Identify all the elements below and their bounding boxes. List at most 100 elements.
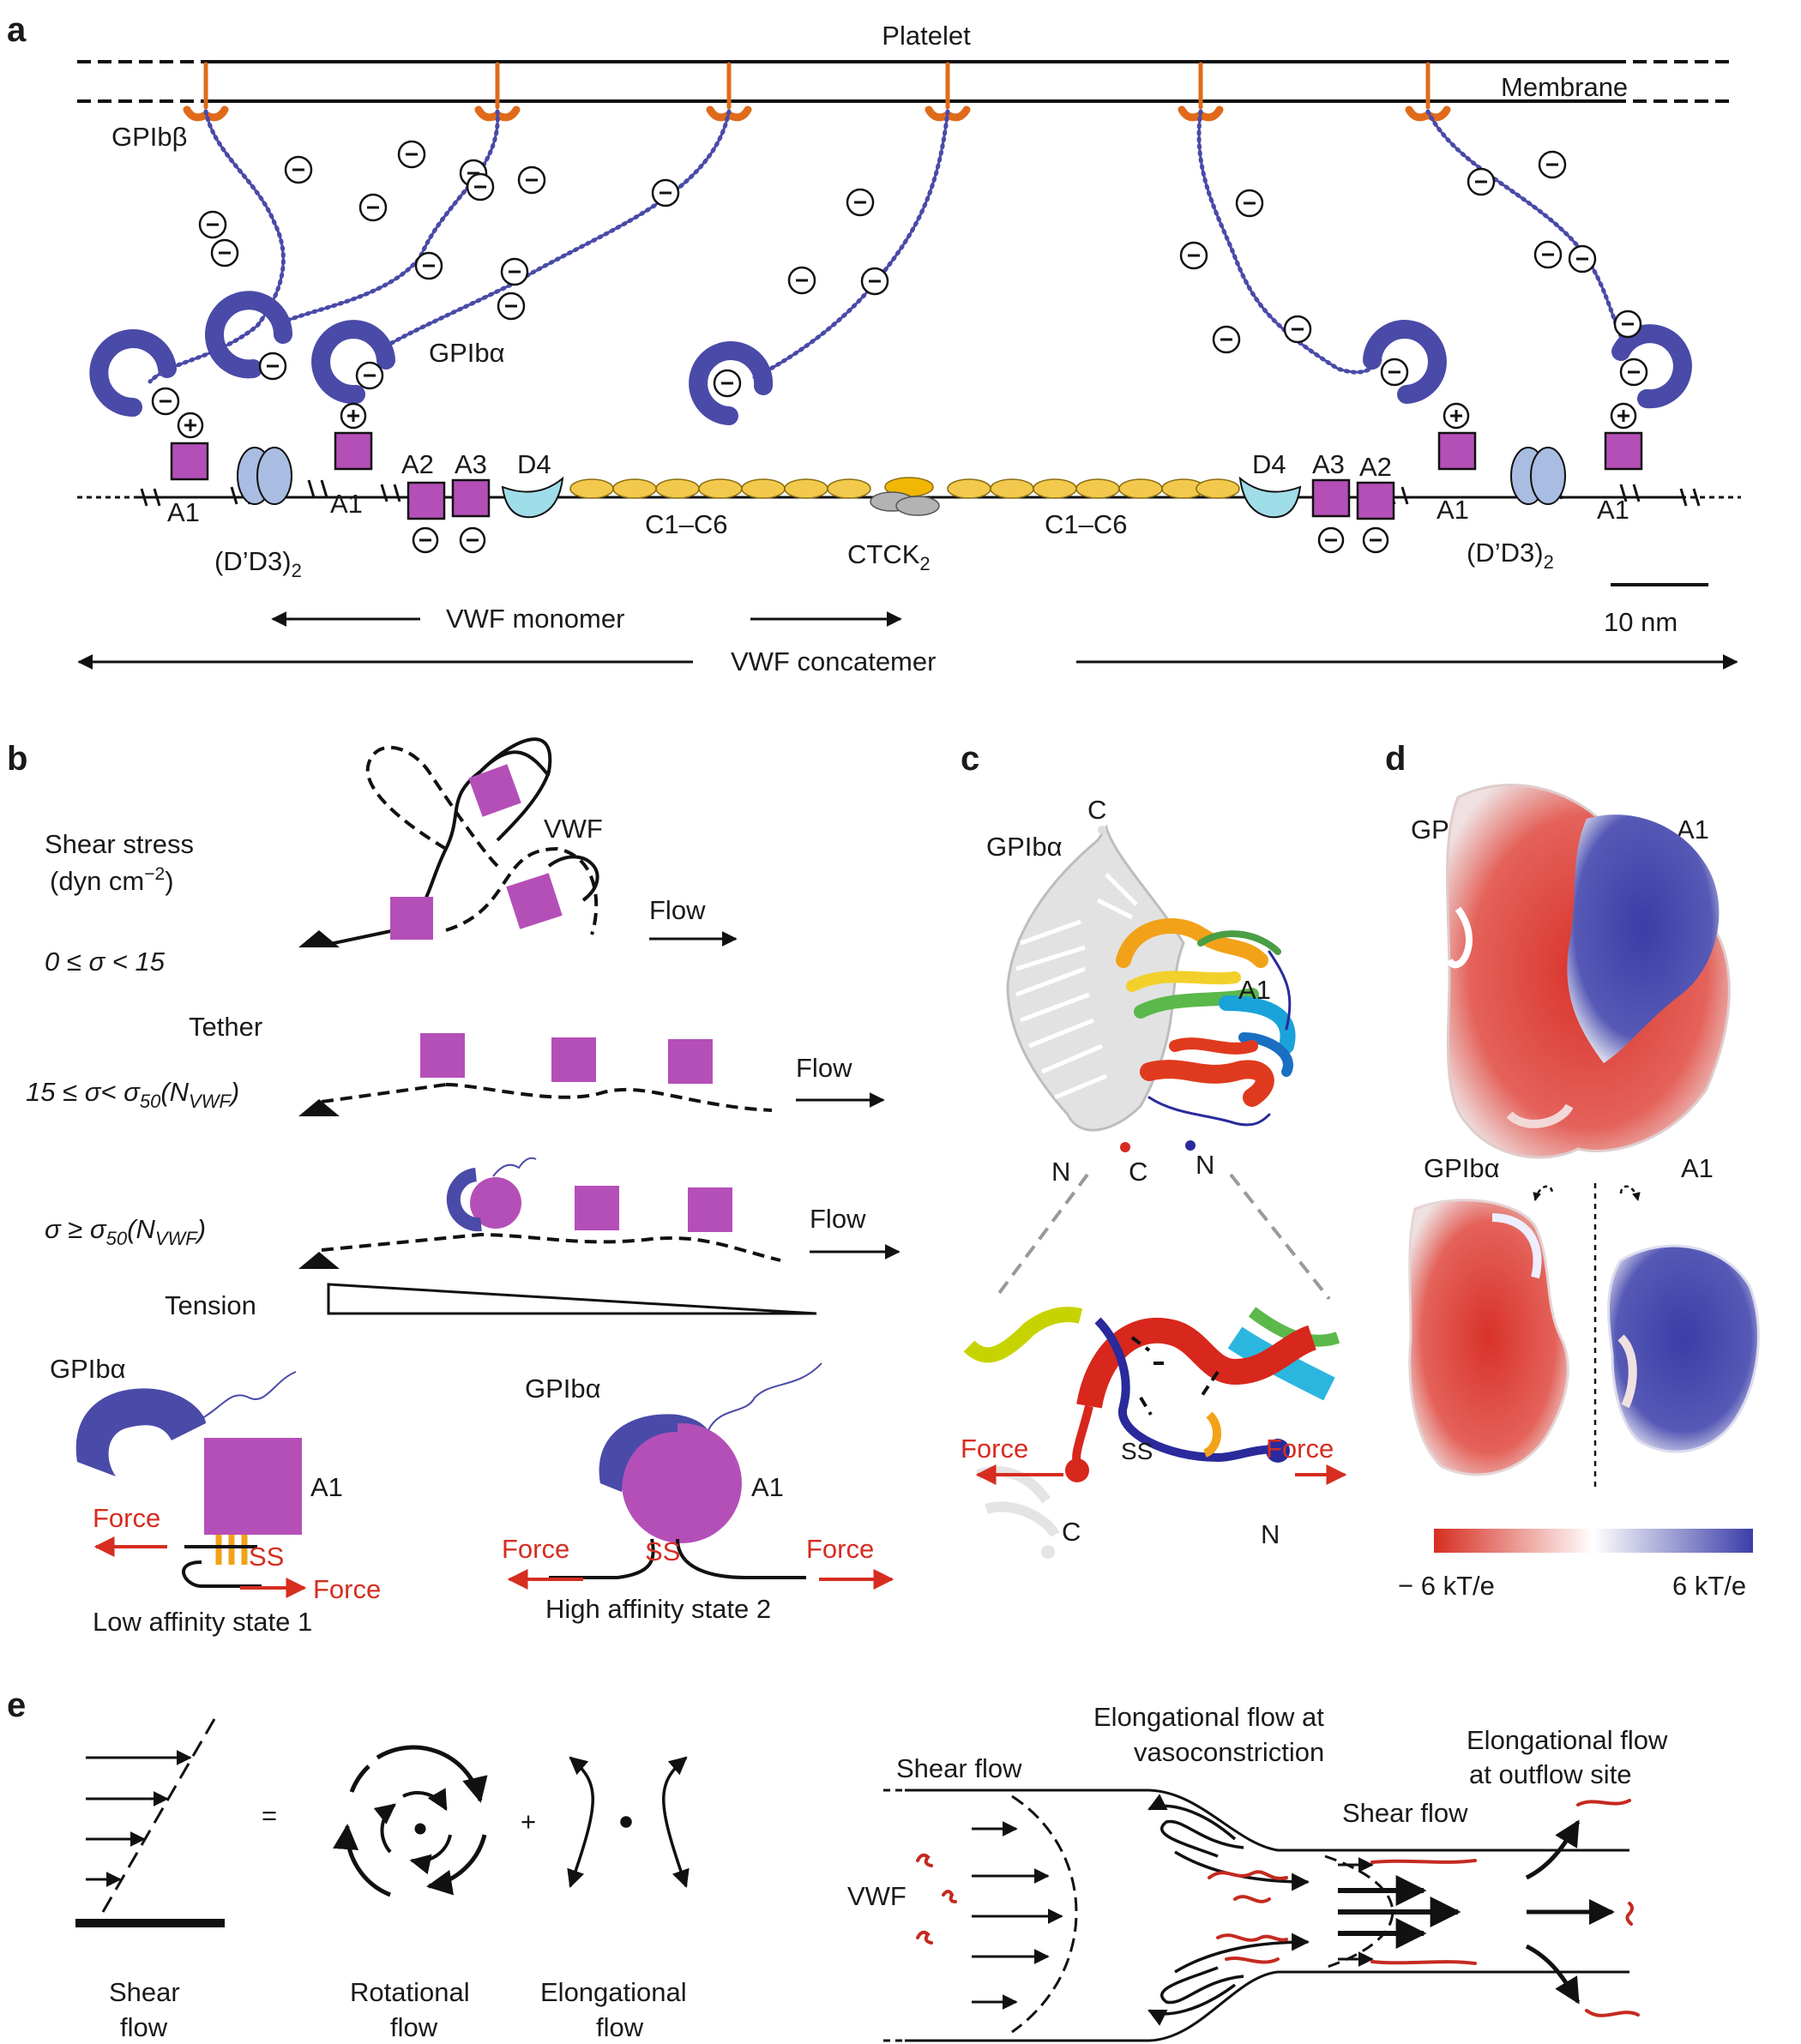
gpib-alpha-label-c: GPIbα [986, 832, 1063, 862]
panel-a-letter: a [7, 11, 27, 49]
disulfide-low [215, 1535, 248, 1565]
dd3-label-left: (D’D3)2 [214, 546, 302, 581]
gpib-bound-b [446, 1168, 482, 1232]
shear-flow-label-vessel-1: Shear flow [896, 1753, 1022, 1783]
tether-anchor-3 [298, 1252, 340, 1269]
rotate-arrow-right [1619, 1185, 1641, 1201]
a1-domain-left-2 [334, 431, 373, 471]
gpib-alpha-label-d-bottom: GPIbα [1424, 1153, 1500, 1183]
force-label-low-2: Force [313, 1574, 381, 1604]
panel-c: c C GPIbα A1 N C N [961, 740, 1347, 1560]
gpib-receptor-4 [689, 62, 971, 425]
vwf-concatemer-label: VWF concatemer [731, 646, 936, 676]
tension-wedge [327, 1283, 817, 1315]
gpib-alpha-label: GPIbα [429, 338, 505, 368]
zoom-guide-left [993, 1173, 1089, 1301]
a1-label-state2: A1 [751, 1472, 784, 1502]
force-label-high-1: Force [502, 1534, 569, 1564]
state-1-label: Low affinity state 1 [93, 1607, 312, 1637]
elongational-flow-label-1: Elongational [540, 1977, 687, 2007]
colorbar-min-label: − 6 kT/e [1398, 1571, 1495, 1601]
a3-label-right: A3 [1312, 449, 1345, 479]
vwf-monomer-label: VWF monomer [446, 604, 624, 634]
gpib-low-tail [202, 1371, 297, 1419]
vwf-linker-low [182, 1545, 262, 1588]
a1-partial-1 [420, 1033, 465, 1078]
a3-domain-right [1311, 478, 1351, 518]
dd3-dimer-left [237, 447, 292, 505]
a2-label-left: A2 [401, 449, 434, 479]
vwf-domains [170, 431, 1643, 520]
vaso-label-2: vasoconstriction [1134, 1737, 1324, 1767]
c-terminus-inset: C [1062, 1517, 1081, 1547]
zoom-guide-right [1229, 1173, 1331, 1301]
n-terminus-gpib: N [1051, 1157, 1070, 1187]
a1-label-2: A1 [330, 489, 363, 519]
a1-domain-left-1 [170, 442, 209, 481]
ss-label-c: SS [1121, 1438, 1153, 1464]
outflow-label-2: at outflow site [1469, 1759, 1632, 1789]
parabolic-profile-1 [972, 1795, 1078, 2034]
gpib-receptor-1 [89, 62, 286, 417]
gpib-beta-label: GPIbβ [111, 122, 187, 152]
a1-globular-3 [506, 873, 563, 929]
gpib-receptor-5 [1178, 62, 1447, 404]
state-2-label: High affinity state 2 [545, 1594, 771, 1624]
c-domains [569, 478, 1240, 499]
regime-2-label: 15 ≤ σ< σ50(NVWF) [26, 1077, 239, 1112]
a1-stretched-1 [575, 1186, 619, 1230]
a2-domain-right [1356, 481, 1395, 520]
force-label-low-1: Force [93, 1503, 160, 1533]
vwf-molecules-e [916, 1799, 1640, 2017]
a1-low-affinity [204, 1438, 302, 1535]
a3-domain-left [451, 478, 491, 518]
a1-domain-right-1 [1437, 431, 1477, 471]
a1-label-4: A1 [1597, 495, 1629, 525]
ctck-grey-right [895, 496, 940, 516]
panel-b-letter: b [7, 740, 27, 778]
d4-label-right: D4 [1252, 449, 1286, 479]
vessel-walls [883, 1788, 1629, 2042]
gpib-alpha-label-state1: GPIbα [50, 1354, 126, 1384]
tether-label: Tether [189, 1012, 262, 1042]
platelet-membrane [77, 60, 1732, 103]
panel-e: e Shear flow = Rotational flow + [7, 1686, 1668, 2042]
rotational-flow-label-1: Rotational [350, 1977, 470, 2007]
vwf-label-b: VWF [544, 814, 603, 844]
a1-globular-2 [468, 764, 521, 817]
gpib-high-tail [708, 1362, 822, 1431]
equals-sign: = [262, 1801, 277, 1831]
d4-domain-right [1238, 476, 1302, 519]
n-terminus-a1: N [1196, 1150, 1214, 1180]
a1-stretched-2 [688, 1187, 732, 1232]
vaso-label-1: Elongational flow at [1093, 1702, 1324, 1732]
a1-label-3: A1 [1437, 495, 1469, 525]
vwf-linker-high [549, 1538, 806, 1579]
surface-gpib [1408, 1199, 1569, 1476]
zoom-inset [961, 1303, 1346, 1560]
panel-a: a Platelet Membrane GPIbβ GPIbα [7, 11, 1741, 676]
flow-label-1: Flow [649, 895, 706, 925]
dd3-label-right: (D’D3)2 [1467, 538, 1554, 573]
vwf-stretched [321, 1232, 781, 1262]
regime-1-label: 0 ≤ σ < 15 [45, 947, 166, 977]
panel-d: d GPIbα A1 GPIbα A1 − 6 kT/e 6 kT/e [1385, 740, 1760, 1601]
a1-bound-circle [470, 1177, 521, 1229]
plus-sign: + [521, 1807, 536, 1837]
a1-domain-right-2 [1604, 431, 1643, 471]
rotational-flow-label-2: flow [390, 2012, 438, 2042]
gpib-high-affinity-front [599, 1414, 678, 1492]
tether-anchor-2 [298, 1099, 340, 1116]
gpib-receptor-3 [311, 62, 752, 405]
ss-label-high: SS [645, 1536, 680, 1566]
a1-rainbow-ribbon [1116, 918, 1296, 1152]
d4-label-left: D4 [517, 449, 551, 479]
shear-stress-units: (dyn cm−2) [50, 864, 174, 896]
a2-label-right: A2 [1359, 452, 1392, 482]
elongational-flow-label-2: flow [596, 2012, 644, 2042]
a1-label-c: A1 [1238, 975, 1271, 1005]
shear-flow-label-vessel-2: Shear flow [1342, 1798, 1468, 1828]
vaso-streamlines [1147, 1794, 1310, 2026]
elongational-flow-diagram [567, 1756, 690, 1888]
